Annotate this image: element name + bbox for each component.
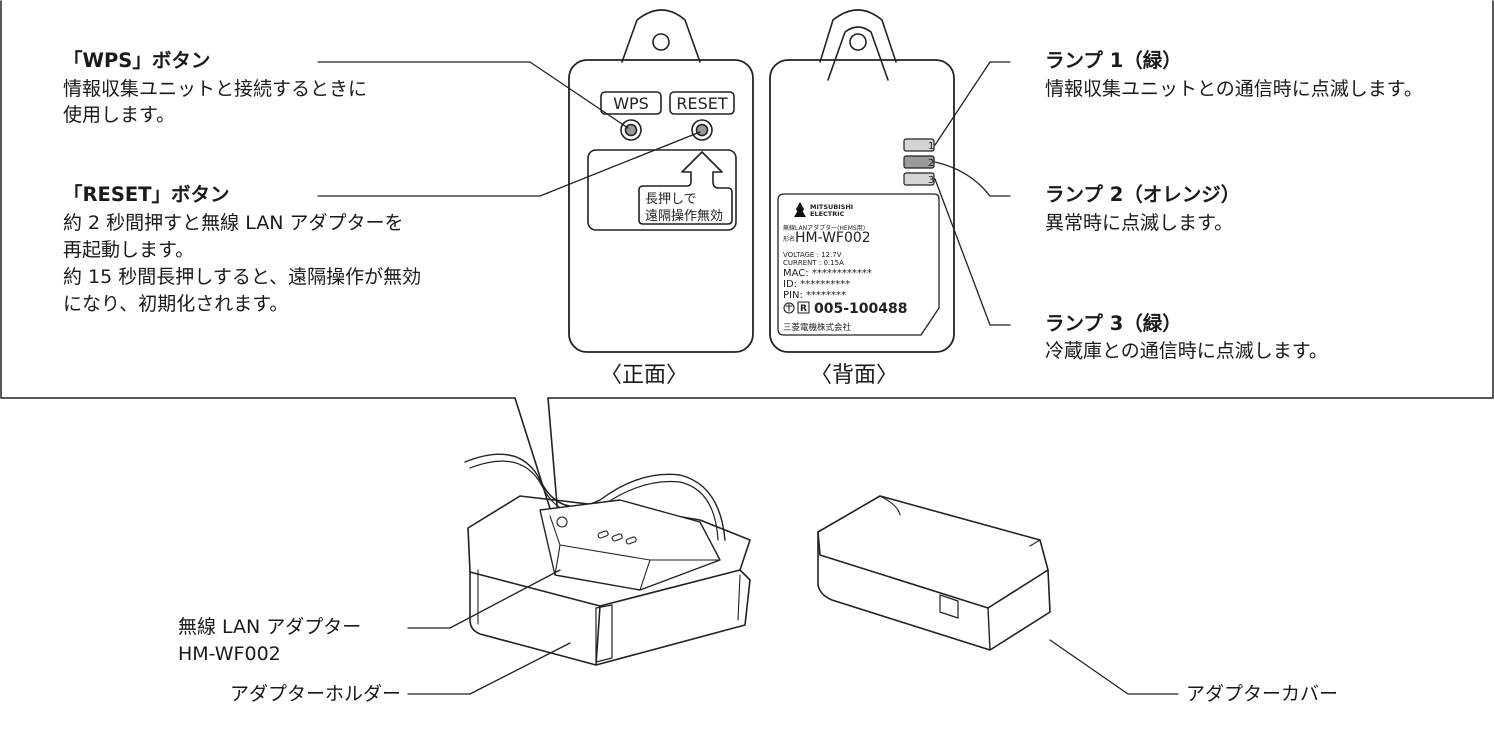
lamp2-leader [934, 161, 1011, 197]
lamp-1 [903, 138, 935, 152]
reset-key-frame [669, 91, 735, 115]
cover-front [817, 531, 1051, 651]
front-instruction-area [587, 149, 737, 231]
front-hanger [621, 9, 701, 63]
cover-label: アダプターカバー [1186, 683, 1339, 705]
front-body [568, 59, 754, 353]
reset-button[interactable] [691, 119, 713, 141]
svg-text:R: R [800, 304, 807, 314]
lamp3-title: ランプ 3（緑） [1045, 312, 1182, 335]
lamp2-desc: 異常時に点滅します。 [1045, 212, 1234, 234]
lamp3-leader [934, 178, 1011, 326]
mitsubishi-logo-icon [794, 202, 806, 217]
wps-desc-line2: 使用します。 [63, 104, 176, 126]
reset-leader [317, 131, 701, 197]
label-mac: MAC: ************ [783, 268, 872, 279]
back-body [769, 59, 955, 353]
adapter-hanger-hole [556, 516, 568, 528]
lamp-2 [903, 155, 935, 169]
model-prefix: 形名 [783, 235, 795, 243]
giteki-mark-icon [783, 302, 795, 314]
holder-front-face [469, 569, 751, 666]
wps-leader [317, 61, 629, 129]
front-caption: 〈正面〉 [600, 363, 689, 388]
back-hanger [819, 9, 897, 63]
holder-clip [595, 604, 613, 663]
front-view: WPS RESET 長押しで 遠隔操作無効 [568, 9, 754, 353]
adapter-lamp-slots [597, 530, 637, 545]
wps-desc-line1: 情報収集ユニットと接続するときに [63, 78, 368, 100]
wps-key-label: WPS [613, 94, 649, 113]
cover-tab [939, 594, 959, 619]
reset-desc-line4: になり、初期化されます。 [63, 293, 289, 315]
label-current: CURRENT : 0.15A [783, 259, 844, 267]
wps-title: 「WPS」ボタン [63, 49, 211, 72]
reset-desc-line2: 再起動します。 [63, 239, 195, 261]
cover-top [817, 495, 1049, 609]
adapter-in-holder [464, 453, 751, 666]
back-caption: 〈背面〉 [810, 363, 899, 388]
back-hanger-hole [849, 33, 867, 51]
holder-top-outline [467, 495, 751, 607]
holder-leader [407, 642, 571, 695]
lamp-3 [903, 172, 935, 186]
lamp1-desc: 情報収集ユニットとの通信時に点滅します。 [1045, 78, 1423, 100]
lamp-indicators: 1 2 3 [903, 138, 935, 186]
label-maker: 三菱電機株式会社 [783, 322, 852, 333]
brand-line1: MITSUBISHI [810, 203, 853, 211]
hint-line2: 遠隔操作無効 [645, 208, 723, 224]
wps-key-frame [600, 91, 662, 115]
adapter-label-line1: 無線 LAN アダプター [178, 616, 362, 638]
label-id: ID: ********** [783, 279, 850, 290]
label-cert: 005-100488 [814, 301, 907, 317]
lamp2-title: ランプ 2（オレンジ） [1045, 183, 1241, 206]
holder-label: アダプターホルダー [230, 683, 402, 705]
lamp3-desc: 冷蔵庫との通信時に点滅します。 [1045, 340, 1328, 362]
hint-line1: 長押しで [645, 192, 697, 207]
adapter-cover-illustration [817, 495, 1051, 651]
r-mark-icon [797, 301, 810, 314]
adapter-label-line2: HM-WF002 [178, 643, 281, 665]
front-hanger-hole [652, 33, 670, 51]
wps-button[interactable] [620, 119, 642, 141]
panel-frame [0, 0, 1494, 399]
lamp-1-number: 1 [928, 141, 934, 152]
label-pin: PIN: ******** [783, 290, 846, 301]
reset-desc-line3: 約 15 秒間長押しすると、遠隔操作が無効 [63, 266, 422, 288]
brand-line2: ELECTRIC [810, 210, 845, 218]
back-view: 1 2 3 MITSUBISHI ELECTRIC 無線LANアダプター(HEM… [769, 9, 955, 353]
reset-title: 「RESET」ボタン [63, 183, 230, 206]
adapter-body [539, 499, 721, 591]
type-line: 無線LANアダプター(HEMS用) [783, 224, 865, 232]
lamp-3-number: 3 [928, 175, 934, 186]
leader-lines [317, 61, 1011, 326]
rating-label-plate [777, 193, 940, 336]
hint-arrow-icon [638, 151, 733, 225]
lamp1-leader [934, 61, 1011, 146]
cover-leader [1049, 639, 1179, 695]
reset-desc-line1: 約 2 秒間押すと無線 LAN アダプターを [63, 212, 404, 234]
label-model: HM-WF002 [795, 230, 871, 246]
lamp1-title: ランプ 1（緑） [1045, 49, 1182, 72]
adapter-leader [407, 569, 561, 629]
label-voltage: VOLTAGE : 12.7V [783, 251, 842, 259]
lamp-2-number: 2 [928, 158, 934, 169]
cable [464, 453, 726, 541]
reset-key-label: RESET [676, 94, 727, 113]
